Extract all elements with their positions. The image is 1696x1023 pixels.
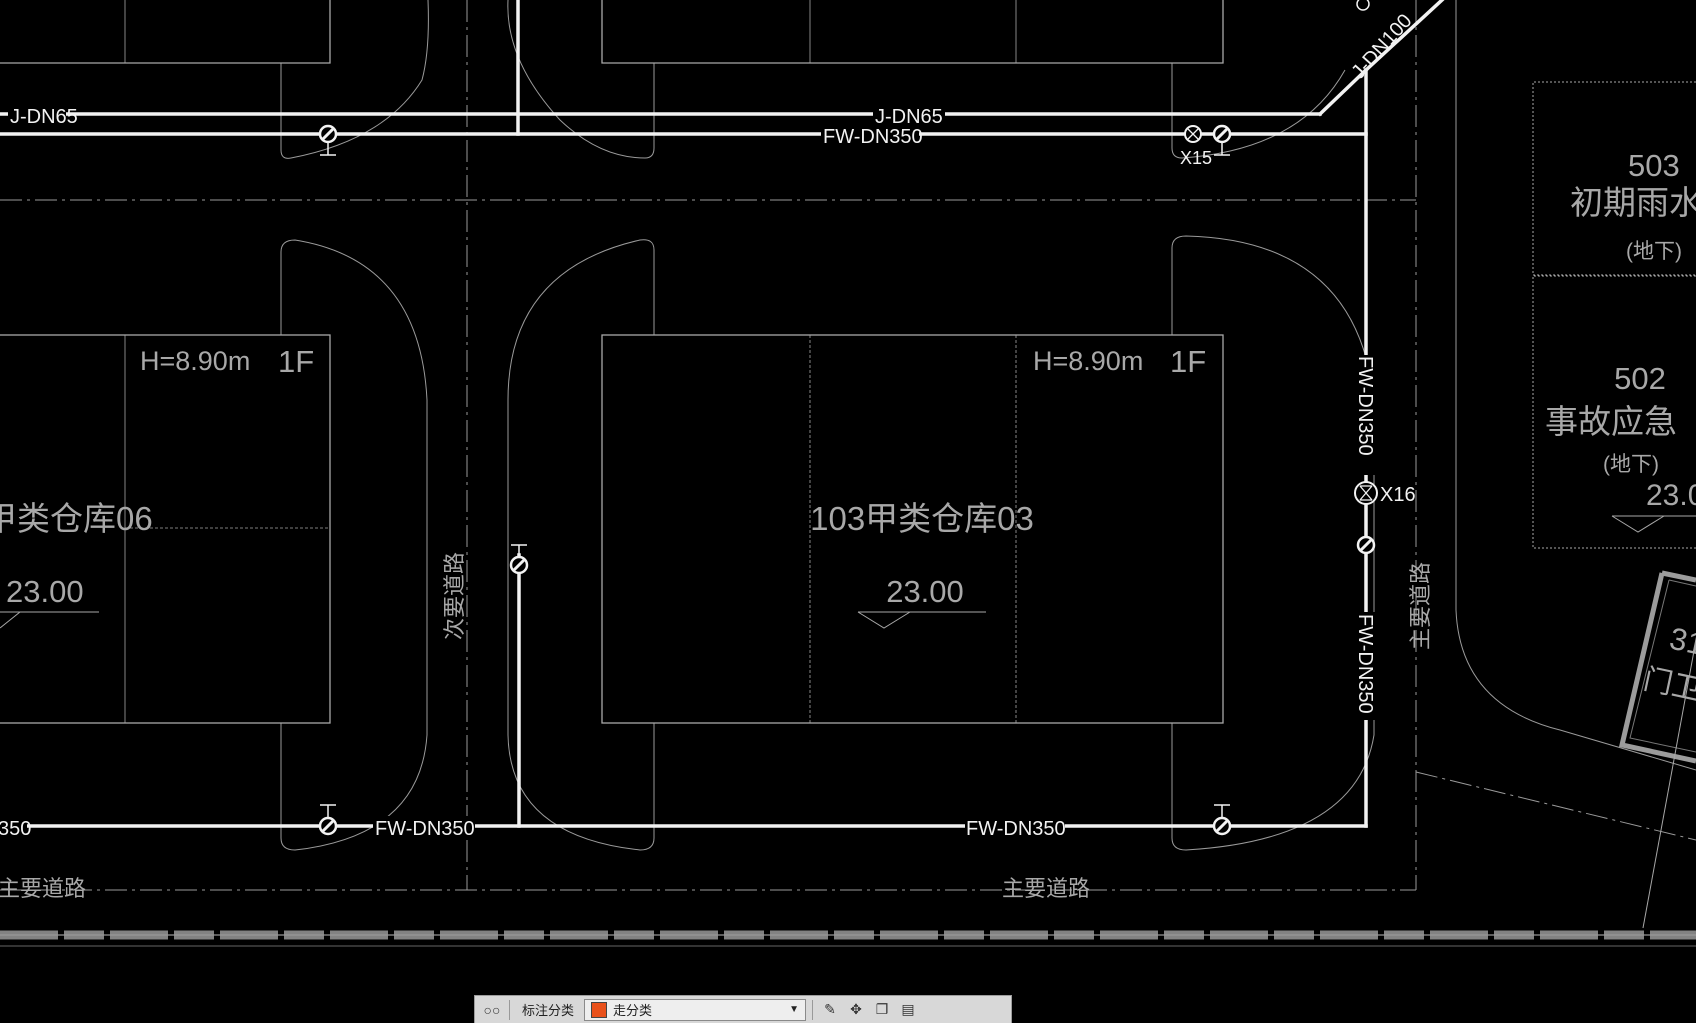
hydrant-icon[interactable] — [1354, 481, 1378, 505]
building-502-name: 事故应急 — [1545, 403, 1677, 440]
building-left-elevation: 23.00 — [6, 574, 84, 609]
building-left-height: H=8.90m — [140, 346, 250, 376]
edit-icon[interactable]: ✎ — [824, 1001, 836, 1017]
chevron-down-icon[interactable]: ▼ — [789, 1004, 800, 1015]
toolbar-separator — [509, 999, 510, 1020]
hydrant-label-x15: X15 — [1180, 148, 1212, 168]
building-503-name: 初期雨水 — [1570, 184, 1696, 221]
pipe-label-j-dn100: J-DN100 — [1347, 10, 1416, 83]
pipe-label-j-dn65-mid: J-DN65 — [875, 106, 943, 128]
building-503-note: (地下) — [1626, 240, 1682, 263]
hydrant-icon[interactable] — [1184, 125, 1202, 143]
building-502-note: (地下) — [1603, 453, 1659, 476]
elevation-marker-icon — [857, 611, 911, 629]
building-left-floor: 1F — [278, 344, 314, 379]
road-label-main-right: 主要道路 — [1408, 562, 1433, 650]
pipe-label-fw-dn350-vert-upper: FW-DN350 — [1354, 356, 1376, 456]
valve-icon — [1356, 0, 1370, 11]
building-center-elevation: 23.00 — [886, 574, 964, 609]
binoculars-icon[interactable]: ○○ — [483, 1001, 501, 1018]
annotation-category-label: 标注分类 — [522, 1003, 575, 1018]
building-503[interactable]: 503 初期雨水 (地下) — [1532, 81, 1696, 276]
valve-icon[interactable] — [509, 544, 529, 575]
pipe-label-dn350-bottom-left: 350 — [0, 818, 31, 840]
pipe-label-fw-dn350-top: FW-DN350 — [823, 126, 923, 148]
building-502[interactable]: 502 事故应急 (地下) 23.0 — [1532, 275, 1696, 549]
hydrant-label-x16: X16 — [1380, 484, 1416, 506]
elevation-marker-icon — [0, 611, 21, 629]
valve-icon[interactable] — [318, 124, 338, 156]
building-502-elevation: 23.0 — [1646, 479, 1696, 512]
building-left-name: 甲类仓库06 — [0, 500, 153, 537]
building-center[interactable]: H=8.90m 1F 103甲类仓库03 23.00 — [601, 334, 1224, 724]
pipe-label-fw-dn350-bottom-right: FW-DN350 — [966, 818, 1066, 840]
annotation-category-value: 走分类 — [613, 1003, 653, 1018]
building-31-name: 门卫 — [1641, 663, 1696, 707]
building-31-number: 31 — [1667, 621, 1696, 662]
pipe-label-fw-dn350-bottom-mid: FW-DN350 — [375, 818, 475, 840]
elevation-marker-icon — [1611, 515, 1665, 533]
building-center-name: 103甲类仓库03 — [810, 500, 1034, 537]
pipe-network — [0, 0, 1445, 828]
building-center-height: H=8.90m — [1033, 346, 1143, 376]
copy-icon[interactable]: ❐ — [875, 1001, 889, 1017]
valve-icon[interactable] — [1212, 124, 1232, 156]
pipe-label-j-dn65-left: J-DN65 — [10, 106, 78, 128]
road-curbs — [280, 0, 1696, 851]
building-left[interactable]: H=8.90m 1F 甲类仓库06 23.00 — [0, 334, 331, 724]
label-masks — [0, 104, 1376, 836]
annotation-toolbar[interactable]: ○○ 标注分类 走分类 ▼ ✎ ✥ ❐ ▤ — [474, 995, 1012, 1023]
valve-icon[interactable] — [318, 804, 338, 836]
paste-icon[interactable]: ▤ — [901, 1001, 915, 1017]
building-31[interactable]: 31 门卫 — [1618, 570, 1696, 929]
annotation-category-select[interactable]: 走分类 ▼ — [584, 998, 807, 1021]
pipe-label-fw-dn350-vert-lower: FW-DN350 — [1354, 614, 1376, 714]
road-label-main-bottom-left: 主要道路 — [0, 876, 86, 901]
building-center-floor: 1F — [1170, 344, 1206, 379]
road-label-main-bottom-center: 主要道路 — [1002, 876, 1090, 901]
toolbar-separator — [812, 999, 814, 1020]
valve-icon[interactable] — [1212, 804, 1232, 836]
road-centerlines — [0, 0, 1696, 891]
building-top-left — [0, 0, 331, 64]
building-503-number: 503 — [1628, 148, 1680, 183]
building-502-number: 502 — [1614, 361, 1666, 396]
road-label-secondary: 次要道路 — [442, 552, 467, 640]
move-icon[interactable]: ✥ — [850, 1001, 862, 1017]
category-color-swatch — [591, 1001, 608, 1018]
building-top-center — [601, 0, 1224, 64]
valve-icon[interactable] — [1356, 535, 1376, 555]
